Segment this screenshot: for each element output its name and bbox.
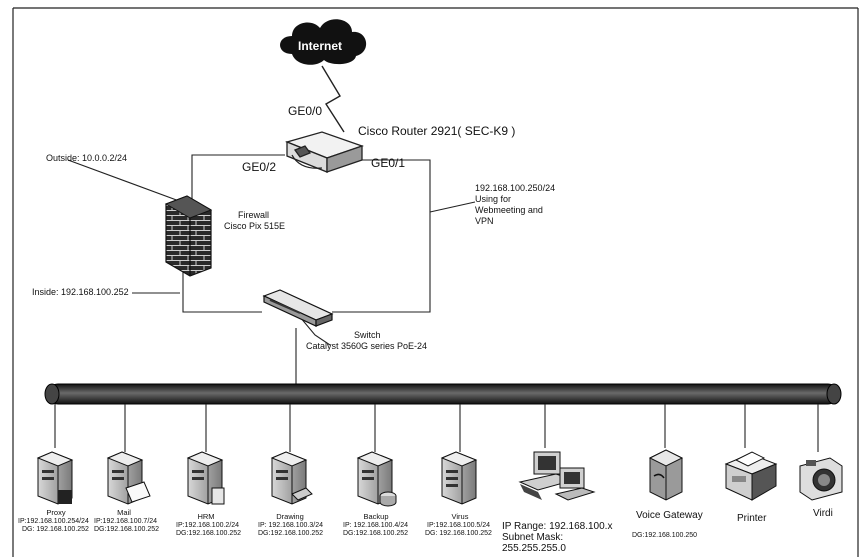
wan-note-line: Webmeeting and [475,205,543,215]
server-dg: DG: 192.168.100.252 [425,530,492,537]
wan-note-line: 192.168.100.250/24 [475,183,556,193]
port-ge0-2-label: GE0/2 [242,160,277,174]
server-ip: IP: 192.168.100.4/24 [343,522,408,529]
switch-model: Catalyst 3560G series PoE-24 [306,341,428,351]
router-name-label: Cisco Router 2921( SEC-K9 ) [358,124,516,138]
firewall-outside-label: Outside: 10.0.0.2/24 [46,153,128,163]
router-icon [284,131,364,173]
server-ip: IP: 192.168.100.3/24 [258,522,323,529]
server-icon [270,451,313,505]
server-name: Drawing [276,512,304,521]
voice-gateway-dg: DG:192.168.100.250 [632,532,697,539]
wan-link [321,65,345,133]
workstation-ip-range: IP Range: 192.168.100.x [502,521,613,532]
internet-label: Internet [298,39,343,53]
server-dg: DG:192.168.100.252 [176,530,241,537]
port-ge0-0-label: GE0/0 [288,104,323,118]
server-ip: IP:192.168.100.2/24 [176,522,240,529]
server-icon [36,451,74,505]
server-dg: DG: 192.168.100.252 [22,526,89,533]
backbone-bus [44,383,842,405]
switch-title: Switch [354,330,381,340]
port-ge0-1-label: GE0/1 [371,156,406,170]
server-name: Proxy [46,508,66,517]
server-name: Virus [451,512,469,521]
voice-gateway-label: Voice Gateway [636,510,703,521]
connection-lines [67,154,476,384]
server-name: Backup [363,512,389,521]
server-icon [106,451,151,505]
firewall-title: Firewall [238,210,270,220]
router-wan-note: 192.168.100.250/24 Using for Webmeeting … [475,183,555,227]
server-dg: DG:192.168.100.252 [94,526,159,533]
printer-label: Printer [737,513,767,524]
printer-icon [724,451,778,501]
server-dg: DG:192.168.100.252 [343,530,408,537]
bus-drops [54,404,819,452]
server-name: HRM [197,512,215,521]
firewall-icon [164,195,213,277]
wan-note-line: Using for [475,194,512,204]
voice-gateway-icon [648,449,684,501]
firewall-inside-label: Inside: 192.168.100.252 [32,287,129,297]
wan-note-line: VPN [475,216,494,226]
frame-lines [12,7,859,557]
server-dg: DG:192.168.100.252 [258,530,323,537]
server-icon [440,451,478,505]
virdi-label: Virdi [813,508,833,519]
switch-icon [262,289,334,327]
server-ip: IP:192.168.100.254/24 [18,518,89,525]
cloud-icon [280,19,367,65]
workstation-subnet-label: Subnet Mask: [502,532,564,543]
server-ip: IP:192.168.100.5/24 [427,522,491,529]
workstation-icon [518,451,596,501]
camera-icon [799,457,843,501]
workstation-subnet-value: 255.255.255.0 [502,543,566,554]
server-icon [186,451,225,505]
firewall-model: Cisco Pix 515E [224,221,286,231]
server-icon [356,451,397,507]
server-ip: IP:192.168.100.7/24 [94,518,158,525]
server-name: Mail [117,508,131,517]
